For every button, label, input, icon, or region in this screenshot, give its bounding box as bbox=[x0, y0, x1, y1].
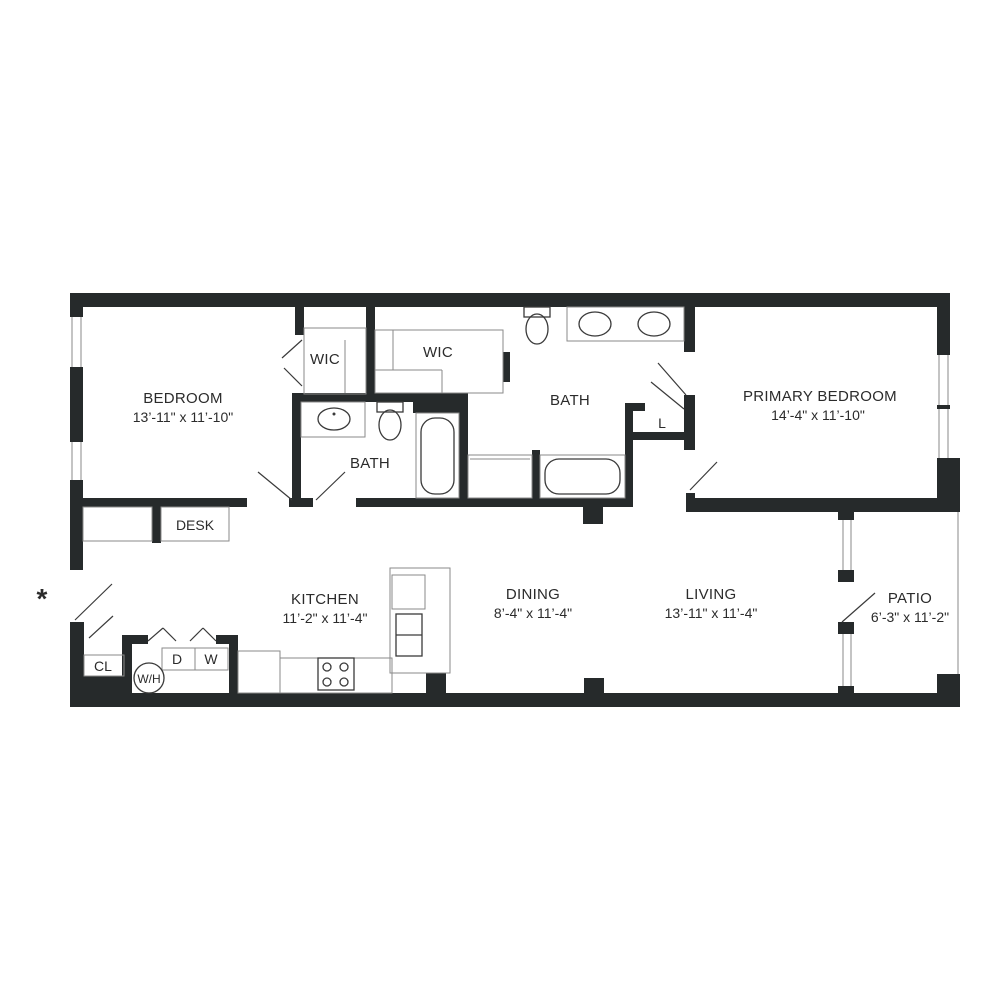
room-name-dining: DINING bbox=[506, 586, 560, 603]
shower bbox=[467, 454, 533, 499]
water-heater-label: W/H bbox=[137, 672, 160, 686]
dryer-label: D bbox=[172, 651, 182, 667]
range bbox=[317, 657, 355, 691]
room-name-kitchen: KITCHEN bbox=[291, 591, 359, 608]
room-name-bath: BATH bbox=[350, 455, 390, 472]
labels: * BEDROOM 13’-11" x 11’-10" WIC WIC BATH… bbox=[37, 344, 950, 686]
exterior-walls bbox=[70, 293, 960, 707]
fixtures bbox=[82, 306, 685, 694]
doors bbox=[74, 339, 876, 642]
room-dims-primary-bedroom: 14’-4" x 11’-10" bbox=[771, 407, 865, 423]
left-wall-seg bbox=[70, 293, 83, 317]
counter bbox=[279, 657, 393, 694]
top-wall bbox=[70, 293, 950, 307]
bathtub bbox=[539, 454, 626, 499]
room-name-primary-bedroom: PRIMARY BEDROOM bbox=[743, 388, 897, 405]
desk bbox=[160, 506, 230, 542]
left-wall-seg bbox=[70, 367, 83, 442]
bathtub bbox=[415, 412, 460, 499]
refrigerator bbox=[237, 650, 281, 694]
vanity bbox=[300, 401, 366, 438]
sink-icon bbox=[637, 311, 671, 337]
toilet-icon bbox=[378, 409, 402, 441]
washer-label: W bbox=[204, 651, 218, 667]
toilet-tank bbox=[376, 401, 404, 413]
room-name-bedroom: BEDROOM bbox=[143, 390, 223, 407]
double-vanity bbox=[566, 306, 685, 342]
left-wall-seg bbox=[70, 480, 83, 570]
room-dims-bedroom: 13’-11" x 11’-10" bbox=[133, 409, 234, 425]
room-name-living: LIVING bbox=[686, 586, 737, 603]
toilet-tank bbox=[523, 306, 551, 318]
room-name-wic: WIC bbox=[310, 351, 340, 368]
desk-label: DESK bbox=[176, 517, 215, 533]
right-wall-seg bbox=[937, 293, 950, 355]
room-name-bath: BATH bbox=[550, 392, 590, 409]
closet-label: CL bbox=[94, 658, 112, 674]
toilet-icon bbox=[525, 313, 549, 345]
room-dims-dining: 8’-4" x 11’-4" bbox=[494, 605, 572, 621]
sink-icon bbox=[578, 311, 612, 337]
kitchen-island bbox=[389, 567, 451, 674]
room-dims-patio: 6’-3" x 11’-2" bbox=[871, 609, 949, 625]
room-dims-living: 13’-11" x 11’-4" bbox=[665, 605, 758, 621]
interior-walls bbox=[70, 307, 960, 707]
bottom-wall bbox=[70, 693, 960, 707]
entry-marker: * bbox=[37, 583, 48, 614]
right-wall-seg bbox=[937, 674, 960, 707]
room-name-patio: PATIO bbox=[888, 590, 932, 607]
windows bbox=[71, 317, 959, 686]
linen-closet-label: L bbox=[658, 415, 666, 431]
sink-icon bbox=[317, 407, 351, 431]
water-heater bbox=[133, 662, 165, 694]
room-dims-kitchen: 11’-2" x 11’-4" bbox=[283, 610, 368, 626]
room-name-wic: WIC bbox=[423, 344, 453, 361]
